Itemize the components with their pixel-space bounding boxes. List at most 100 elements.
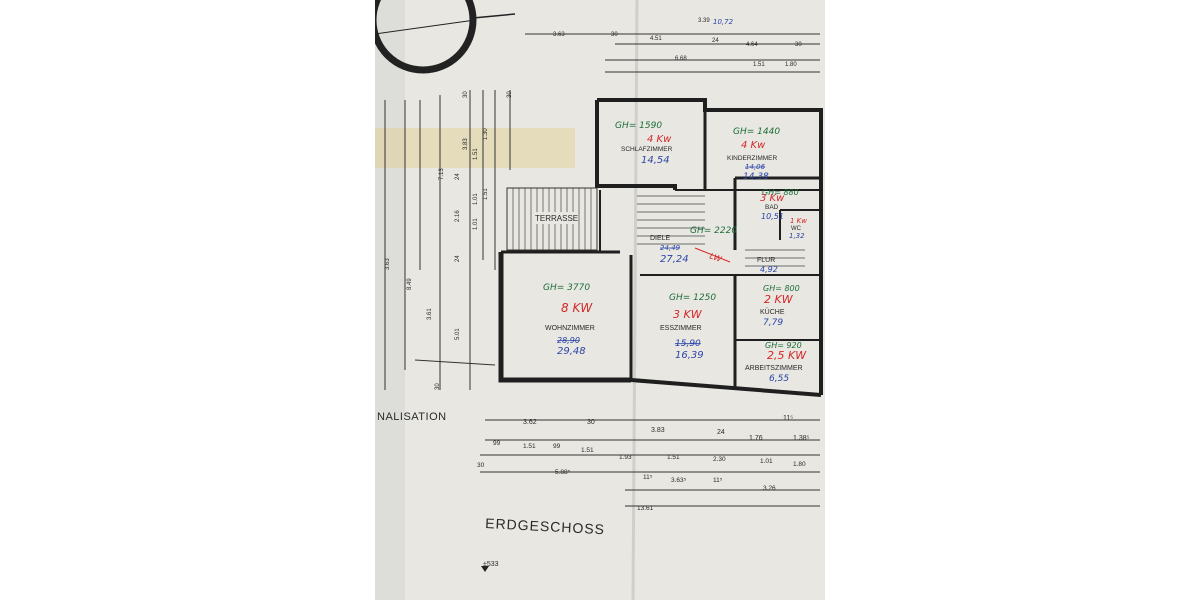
gh-label: GH= 3770 xyxy=(543,283,590,293)
room-flur: FLUR 4,92 xyxy=(757,257,778,274)
area-label: 1,32 xyxy=(789,232,805,240)
dim-bottom-21: 11⁵ xyxy=(713,477,723,484)
dim-bottom-9: 1.51 xyxy=(523,443,536,450)
dim-left-17: 3.63 xyxy=(385,258,391,270)
dim-bottom-4: 24 xyxy=(717,429,725,436)
dim-bottom-5: 1.76 xyxy=(749,435,763,442)
dim-bottom-8: 99 xyxy=(493,440,501,447)
room-kinderzimmer: GH= 1440 4 Kw KINDERZIMMER 14,06 14,38 xyxy=(727,127,780,182)
dim-left-2: 30 xyxy=(507,91,513,98)
dim-top-4: 10,72 xyxy=(713,18,734,26)
dim-top-6: 24 xyxy=(712,38,719,44)
terrasse-label: TERRASSE xyxy=(535,214,578,223)
dim-left-1: 30 xyxy=(463,91,469,98)
kw-label: 2 KW xyxy=(764,293,794,306)
dim-bottom-3: 3.83 xyxy=(651,427,665,434)
floor-plan-photo: 3.63 30 3.39 10,72 4.51 24 4.64 30 6.68 … xyxy=(375,0,825,600)
room-diele: DIELE GH= 2220 24,49 27,24 LW xyxy=(650,226,737,265)
dim-bottom-10: 99 xyxy=(553,443,561,450)
dim-bottom-22: 3.26 xyxy=(763,485,776,492)
dim-bottom-16: 1.80 xyxy=(793,461,806,468)
dim-top-10: 1.51 xyxy=(753,62,765,68)
kw-label: 3 KW xyxy=(673,308,703,321)
room-schlafzimmer: GH= 1590 4 Kw SCHLAFZIMMER 14,54 xyxy=(615,121,673,166)
dim-left-8: 7.13 xyxy=(439,168,445,180)
dim-left-14: 3.61 xyxy=(427,308,433,320)
gh-label: GH= 1250 xyxy=(669,293,716,303)
kw-label: 4 Kw xyxy=(647,134,672,145)
left-dimensions xyxy=(384,90,511,390)
area-old-label: 15,90 xyxy=(675,339,701,349)
dim-top-3: 3.39 xyxy=(698,18,710,24)
room-name: KINDERZIMMER xyxy=(727,155,778,162)
room-name: BAD xyxy=(765,204,779,211)
dim-top-1: 3.63 xyxy=(553,32,565,38)
dim-left-9: 1.01 xyxy=(473,193,479,205)
kw-label: 4 Kw xyxy=(741,140,766,151)
gh-label: GH= 2220 xyxy=(690,226,737,236)
gh-label: GH= 1590 xyxy=(615,121,662,131)
area-label: 16,39 xyxy=(675,350,704,361)
dim-bottom-18: 5.88⁵ xyxy=(555,469,571,476)
dim-bottom-17: 30 xyxy=(477,462,485,469)
dim-bottom-14: 2.30 xyxy=(713,456,726,463)
dim-bottom-7: 1.38⁵ xyxy=(793,435,810,442)
dim-bottom-15: 1.01 xyxy=(760,458,773,465)
paper-shadow xyxy=(375,0,405,600)
dim-bottom-12: 1.93 xyxy=(619,454,632,461)
room-wohnzimmer: GH= 3770 8 KW WOHNZIMMER 28,90 29,48 xyxy=(543,283,595,357)
area-old-label: 14,06 xyxy=(745,163,766,171)
floor-plan-drawing: 3.63 30 3.39 10,72 4.51 24 4.64 30 6.68 … xyxy=(375,0,825,600)
area-label: 27,24 xyxy=(660,254,689,265)
dim-left-11: 1.01 xyxy=(473,218,479,230)
walls xyxy=(498,98,823,397)
dim-top-9: 6.68 xyxy=(675,56,687,62)
room-wc: 1 Kw WC 1,32 xyxy=(789,217,807,240)
dim-left-12: 24 xyxy=(455,255,461,262)
kw-label: 8 KW xyxy=(561,301,593,315)
paper xyxy=(375,0,825,600)
dim-top-8: 30 xyxy=(795,42,802,48)
dim-top-7: 4.64 xyxy=(746,42,758,48)
dim-bottom-6: 11⁵ xyxy=(783,415,793,422)
room-name: FLUR xyxy=(757,257,775,264)
room-kueche: GH= 800 2 KW KÜCHE 7,79 xyxy=(760,284,800,328)
dim-left-3: 1.30 xyxy=(483,128,489,140)
area-label: 6,55 xyxy=(769,374,789,384)
dim-top-2: 30 xyxy=(611,32,618,38)
area-label: 4,92 xyxy=(760,265,778,274)
area-label: 14,54 xyxy=(641,155,670,166)
dim-bottom-2: 30 xyxy=(587,419,595,426)
room-name: ESSZIMMER xyxy=(660,325,702,332)
floor-title: ERDGESCHOSS xyxy=(485,515,606,537)
stairs xyxy=(637,195,805,267)
bottom-dimensions xyxy=(480,419,820,507)
room-esszimmer: GH= 1250 3 KW ESSZIMMER 15,90 16,39 xyxy=(660,293,716,361)
north-arrow xyxy=(375,0,516,74)
top-dimensions xyxy=(525,33,820,73)
dim-bottom-13: 1.51 xyxy=(667,454,680,461)
room-arbeitszimmer: GH= 920 2,5 KW ARBEITSZIMMER 6,55 xyxy=(745,341,807,384)
dim-bottom-19: 11⁵ xyxy=(643,474,653,481)
gh-label: GH= 800 xyxy=(763,284,800,293)
kw-label: 1 Kw xyxy=(790,217,807,225)
dim-left-15: 5.01 xyxy=(455,328,461,340)
dim-left-4: 1.51 xyxy=(473,148,479,160)
dim-top-11: 1.80 xyxy=(785,62,797,68)
dim-left-7: 2.16 xyxy=(455,210,461,222)
dim-left-6: 24 xyxy=(455,173,461,180)
room-name: DIELE xyxy=(650,235,671,242)
room-name: ARBEITSZIMMER xyxy=(745,365,803,372)
dim-left-16: 30 xyxy=(435,383,441,390)
area-label: 7,79 xyxy=(763,318,783,328)
water-stain xyxy=(375,128,575,168)
level-mark: ±533 xyxy=(483,561,499,568)
room-bad: GH= 880 3 Kw BAD 10,51 xyxy=(760,188,799,221)
room-name: WC xyxy=(791,226,802,232)
room-name: SCHLAFZIMMER xyxy=(621,146,673,153)
gh-label: GH= 1440 xyxy=(733,127,780,137)
level-marker-icon xyxy=(481,566,489,572)
dim-bottom-1: 3.62 xyxy=(523,419,537,426)
gh-label: GH= 880 xyxy=(762,188,799,197)
dim-left-10: 1.51 xyxy=(483,188,489,200)
